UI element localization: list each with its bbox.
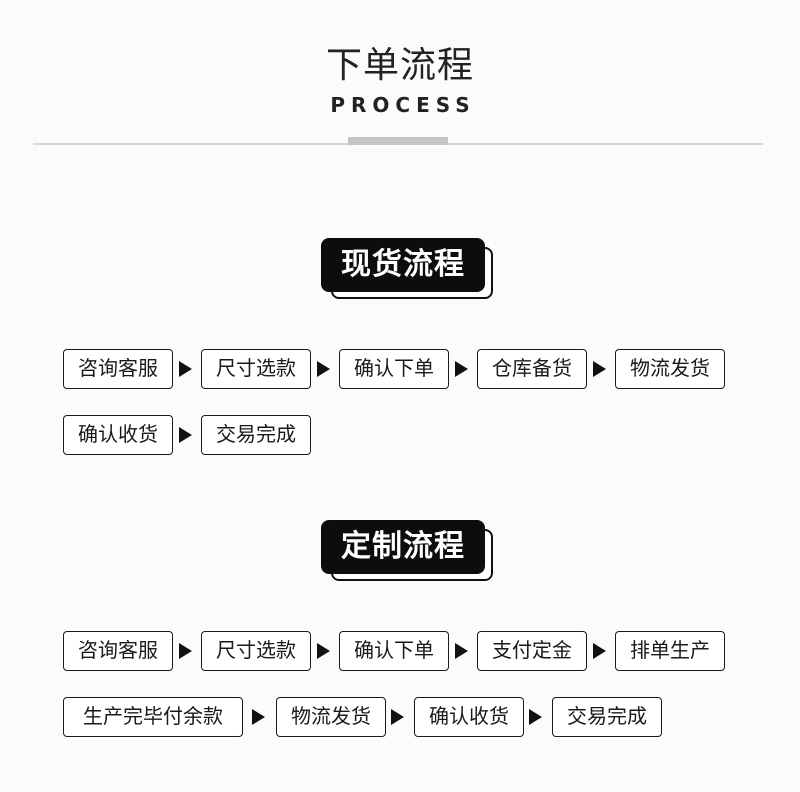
section-badge-custom: 定制流程 [321, 520, 493, 581]
page-subtitle: PROCESS [330, 93, 476, 117]
arrow-right-icon [593, 643, 606, 659]
section-badge-stock: 现货流程 [321, 238, 493, 299]
arrow-right-icon [529, 709, 542, 725]
page-title: 下单流程 [325, 45, 474, 86]
step-consult: 咨询客服 [63, 349, 173, 389]
step-complete: 交易完成 [201, 415, 311, 455]
arrow-right-icon [317, 361, 330, 377]
section-title: 定制流程 [321, 520, 485, 574]
step-warehouse-prep: 仓库备货 [477, 349, 587, 389]
step-pay-balance: 生产完毕付余款 [63, 697, 243, 737]
arrow-right-icon [179, 643, 192, 659]
step-pay-deposit: 支付定金 [477, 631, 587, 671]
arrow-right-icon [455, 361, 468, 377]
arrow-right-icon [179, 361, 192, 377]
arrow-right-icon [317, 643, 330, 659]
section-title: 现货流程 [321, 238, 485, 292]
arrow-right-icon [252, 709, 265, 725]
step-ship: 物流发货 [615, 349, 725, 389]
step-complete: 交易完成 [552, 697, 662, 737]
step-consult: 咨询客服 [63, 631, 173, 671]
step-confirm-receipt: 确认收货 [63, 415, 173, 455]
header-divider-accent [348, 137, 448, 145]
step-ship: 物流发货 [276, 697, 386, 737]
step-size-select: 尺寸选款 [201, 631, 311, 671]
arrow-right-icon [593, 361, 606, 377]
step-schedule-production: 排单生产 [615, 631, 725, 671]
arrow-right-icon [179, 427, 192, 443]
arrow-right-icon [455, 643, 468, 659]
step-confirm-order: 确认下单 [339, 349, 449, 389]
arrow-right-icon [391, 709, 404, 725]
step-confirm-order: 确认下单 [339, 631, 449, 671]
step-size-select: 尺寸选款 [201, 349, 311, 389]
step-confirm-receipt: 确认收货 [414, 697, 524, 737]
